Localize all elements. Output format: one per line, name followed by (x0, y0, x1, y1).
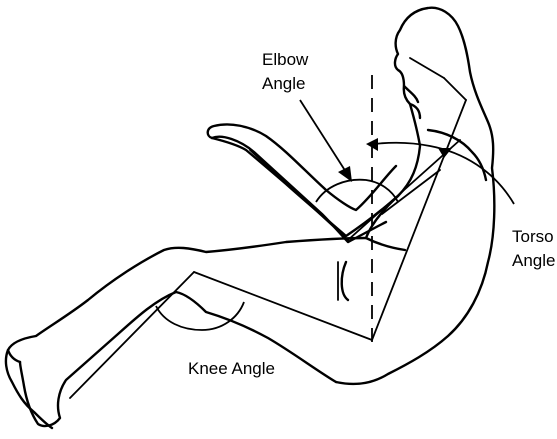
head-line (410, 58, 444, 78)
hip-outline (342, 262, 348, 300)
skeleton-lines (70, 58, 466, 398)
knee-angle-label: Knee Angle (188, 359, 275, 378)
thigh-line (194, 272, 372, 340)
foot-outline (6, 350, 52, 428)
neck-line (444, 78, 466, 100)
elbow-angle-label-line2: Angle (262, 74, 305, 93)
torso-angle-label-line2: Angle (512, 251, 555, 270)
shin-line (70, 272, 194, 398)
torso-angle-label-line1: Torso (512, 227, 554, 246)
torso-head-outline (336, 8, 494, 384)
elbow-angle-arrow (300, 100, 352, 182)
leg-lower-outline (20, 292, 336, 426)
elbow-angle-label-line1: Elbow (262, 50, 309, 69)
leg-upper-outline (8, 238, 366, 362)
